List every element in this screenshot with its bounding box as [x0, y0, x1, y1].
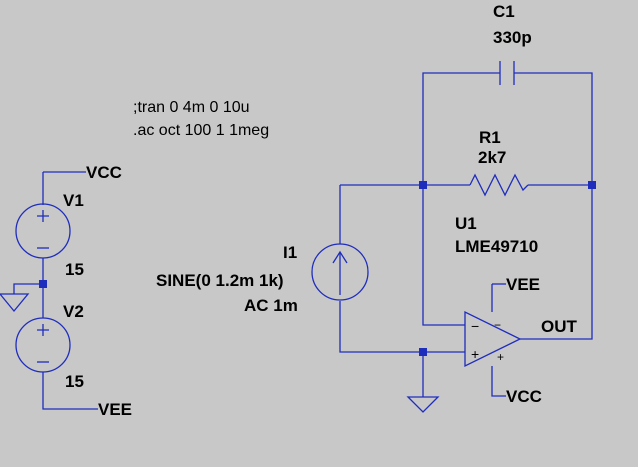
opamp-inverting-input-mark: −	[471, 318, 479, 334]
opamp-vneg-pin-mark: −	[494, 318, 501, 332]
circuit-wires	[339, 72, 593, 397]
capacitor-c1[interactable]	[499, 61, 515, 85]
i1-name[interactable]: I1	[283, 243, 297, 262]
supply-ground-symbol	[0, 293, 30, 313]
c1-value[interactable]: 330p	[493, 28, 532, 47]
c1-name[interactable]: C1	[493, 2, 515, 21]
net-label-opamp-vcc[interactable]: VCC	[506, 387, 542, 406]
circuit-ground-symbol	[406, 396, 440, 413]
resistor-r1[interactable]	[469, 173, 529, 197]
opamp-vpos-pin-mark: +	[497, 350, 504, 364]
junction-noninverting-node	[419, 348, 427, 356]
v1-name[interactable]: V1	[63, 191, 84, 210]
spice-tran-directive[interactable]: ;tran 0 4m 0 10u	[133, 99, 250, 116]
supply-ground-junction	[39, 280, 47, 288]
voltage-source-v2[interactable]	[15, 317, 71, 373]
opamp-u1[interactable]	[464, 310, 522, 368]
v2-name[interactable]: V2	[63, 302, 84, 321]
r1-name[interactable]: R1	[479, 128, 501, 147]
i1-sine-spec[interactable]: SINE(0 1.2m 1k)	[156, 271, 284, 290]
v2-value[interactable]: 15	[65, 372, 84, 391]
junction-inverting-node	[419, 181, 427, 189]
u1-name[interactable]: U1	[455, 214, 477, 233]
net-label-vcc[interactable]: VCC	[86, 163, 122, 182]
net-label-out[interactable]: OUT	[541, 317, 578, 336]
u1-model[interactable]: LME49710	[455, 237, 538, 256]
junction-output-node	[588, 181, 596, 189]
opamp-noninverting-input-mark: +	[471, 346, 479, 362]
v1-value[interactable]: 15	[65, 260, 84, 279]
r1-value[interactable]: 2k7	[478, 148, 506, 167]
voltage-source-v1[interactable]	[15, 203, 71, 259]
i1-ac-spec[interactable]: AC 1m	[244, 296, 298, 315]
net-label-opamp-vee[interactable]: VEE	[506, 275, 540, 294]
spice-ac-directive[interactable]: .ac oct 100 1 1meg	[133, 122, 269, 139]
current-source-i1[interactable]	[311, 243, 369, 301]
net-label-vee[interactable]: VEE	[98, 400, 132, 419]
